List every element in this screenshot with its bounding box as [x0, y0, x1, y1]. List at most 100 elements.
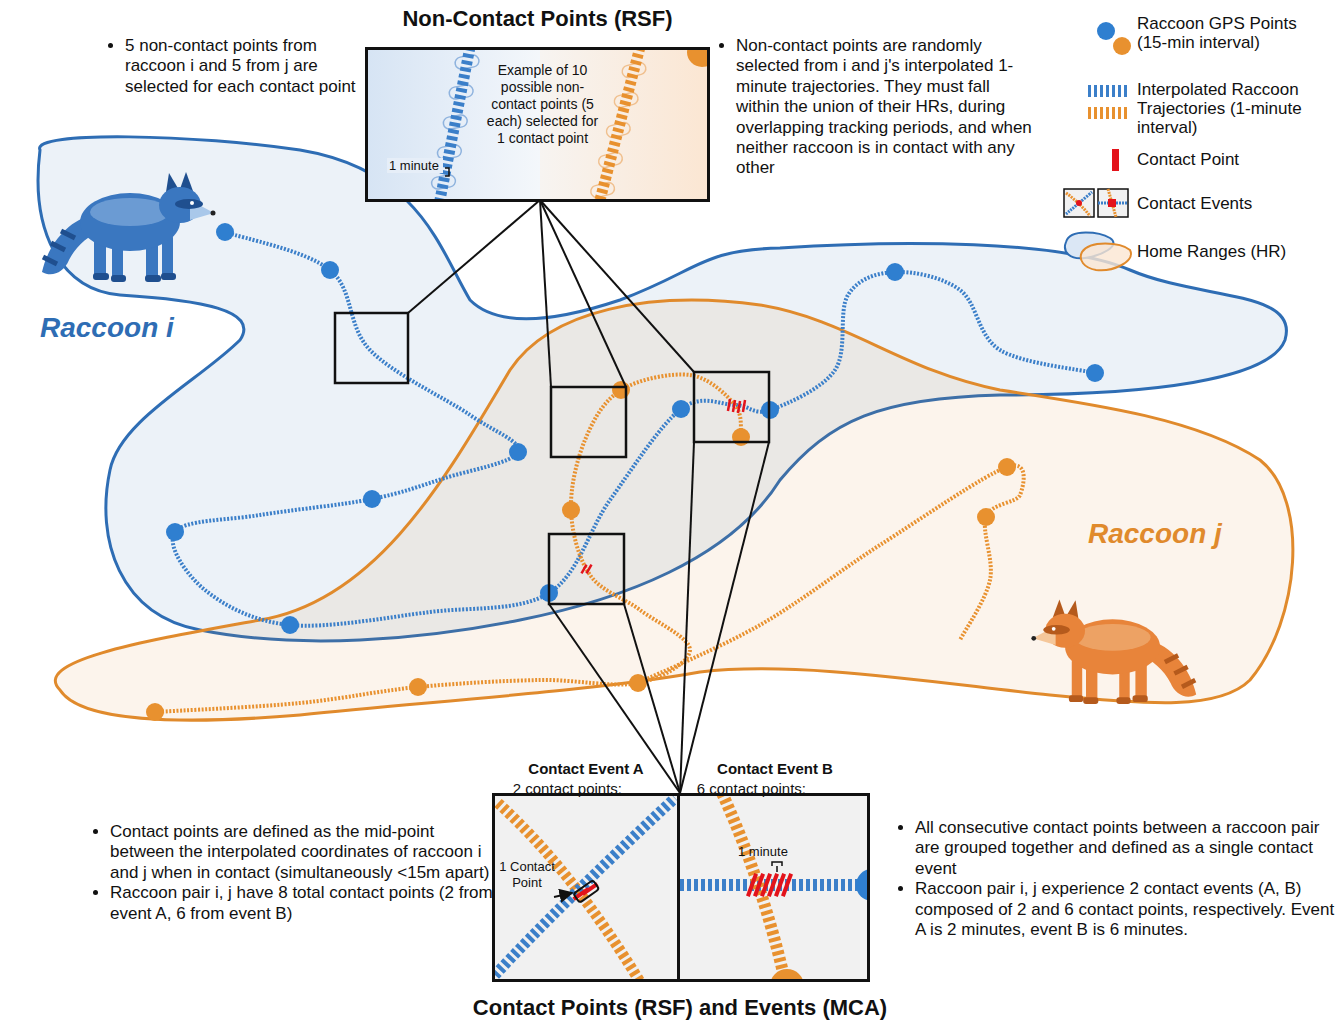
panel-drawing: [680, 793, 870, 982]
gps-point: [509, 443, 527, 461]
note-list: Non-contact points are randomly selected…: [716, 36, 1036, 179]
gps-point: [672, 400, 690, 418]
tail-ring: [1182, 680, 1195, 687]
note-list: 5 non-contact points from raccoon i and …: [105, 36, 365, 97]
gps-point: [977, 508, 995, 526]
trajectory-path: [638, 465, 1024, 683]
bracket: [772, 862, 782, 872]
raccoon-figure: [42, 172, 216, 282]
tail-ring: [1165, 655, 1178, 662]
drawing-part: [1108, 189, 1116, 217]
drawing-part: [680, 442, 769, 793]
gps-point: [562, 501, 580, 519]
panel-heading: Contact Event B: [680, 760, 870, 777]
drawing-part: [680, 442, 694, 793]
raccoon-paw: [1083, 697, 1098, 704]
legend-text: Home Ranges (HR): [1137, 242, 1329, 261]
tail-ring: [61, 231, 75, 238]
drawing-part: [1081, 244, 1131, 271]
gps-point: [166, 523, 184, 541]
legend-text: Contact Events: [1137, 194, 1329, 213]
animal-label: Raccoon j: [1088, 518, 1258, 550]
panel-frame: [677, 793, 870, 982]
gps-point: [146, 703, 164, 721]
legend-sample: [1088, 85, 1130, 97]
tail-ring: [43, 257, 57, 264]
raccoon-eye: [1052, 627, 1056, 631]
contact-mark: [737, 401, 742, 413]
drawing-part: [540, 200, 551, 387]
raccoon-paw: [1069, 695, 1083, 702]
raccoon-nose: [1031, 636, 1036, 641]
inset-heading: Contact Points (RSF) and Events (MCA): [380, 994, 980, 1022]
raccoon-eye: [190, 201, 194, 205]
raccoon-paw: [161, 273, 176, 280]
legend-sample: [1065, 233, 1131, 271]
tail-ring: [51, 243, 65, 250]
note-text: Raccoon pair i, j experience 2 contact e…: [915, 879, 1338, 940]
raccoon-mask: [175, 199, 203, 209]
scale-note: 1 minute: [387, 158, 443, 173]
leader-arrow: [554, 893, 572, 897]
bracket: [445, 168, 449, 176]
inset-ground: [492, 793, 870, 982]
panel-count: 6 contact points:: [682, 780, 806, 797]
trajectory-path: [155, 374, 741, 712]
raccoon-body: [1075, 624, 1151, 651]
gps-point: [409, 678, 427, 696]
contact-mark: [727, 399, 732, 411]
animal-label: Raccoon i: [40, 312, 210, 344]
note-list: Contact points are defined as the mid-po…: [90, 822, 502, 924]
drawing-part: [1108, 199, 1116, 207]
highlight-box: [573, 880, 599, 903]
drawing-part: [335, 313, 408, 383]
raccoon-paw: [111, 275, 126, 282]
gps-point: [1086, 364, 1104, 382]
zoom-squares: [335, 313, 769, 604]
tail-ring: [1174, 667, 1187, 674]
drawing-part: [540, 200, 626, 387]
contact-mark: [732, 400, 737, 412]
legend-text: Interpolated Raccoon Trajectories (1-min…: [1137, 80, 1329, 137]
legend-swatch: [1112, 149, 1119, 171]
sample-capsule: [613, 91, 639, 108]
drawing-part: [540, 200, 694, 372]
drawing-part: [408, 200, 540, 313]
drawing-part: [746, 873, 793, 897]
inset-note: Example of 10 possible non-contact point…: [485, 62, 600, 147]
scale-note: 1 minute: [738, 844, 808, 859]
legend-text: Contact Point: [1137, 150, 1329, 169]
contact-mark: [781, 873, 793, 897]
note-list: All consecutive contact points between a…: [895, 818, 1338, 940]
event-panel: Contact Event B 6 contact points: 1 minute: [680, 758, 870, 982]
event-panel: Contact Event A2 contact points:1 Contac…: [492, 758, 680, 982]
legend-sample: [1097, 22, 1115, 40]
note-text: All consecutive contact points between a…: [915, 818, 1338, 879]
inset-heading: Non-Contact Points (RSF): [360, 5, 715, 33]
drawing-part: [549, 534, 624, 604]
raccoon-paw: [1116, 697, 1130, 704]
raccoon-paw: [93, 273, 109, 280]
panel-drawing: [495, 798, 675, 982]
note-text: Raccoon pair i, j have 8 total contact p…: [110, 883, 502, 924]
panel-count: 2 contact points:: [498, 780, 622, 797]
raccoon-nose: [211, 211, 216, 216]
callout-label: 1 Contact Point: [494, 859, 560, 891]
raccoon-paw: [1133, 695, 1148, 702]
raccoon-paw: [145, 275, 161, 282]
drawing-part: [551, 387, 626, 457]
contact-mark: [742, 400, 747, 412]
gps-point: [886, 263, 904, 281]
gps-point: [998, 458, 1016, 476]
drawing-part: [694, 372, 769, 442]
gps-point: [687, 47, 710, 67]
inset-drawing: [431, 47, 710, 200]
gps-point: [629, 674, 647, 692]
gps-point: [732, 428, 750, 446]
trajectory-sample: [600, 47, 640, 200]
drawing-part: [1064, 189, 1094, 217]
note-text: Contact points are defined as the mid-po…: [110, 822, 502, 883]
trajectory-sample: [495, 798, 675, 975]
gps-point: [321, 261, 339, 279]
